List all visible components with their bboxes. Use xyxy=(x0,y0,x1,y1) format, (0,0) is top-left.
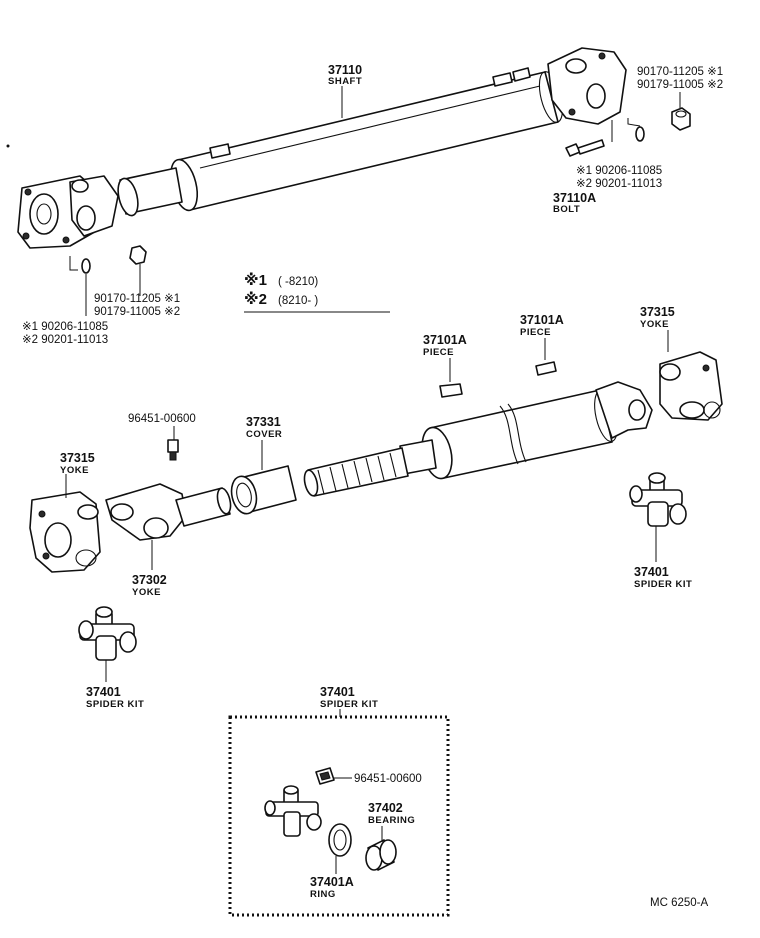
label-ring-number: 37401A xyxy=(310,875,354,889)
legend-1-range: ( -8210) xyxy=(278,276,318,288)
legend-1-mark: ※1 xyxy=(244,271,267,289)
flange-yoke-right[interactable] xyxy=(659,351,723,421)
label-kit-name: SPIDER KIT xyxy=(320,699,378,710)
balance-piece-left[interactable] xyxy=(439,383,463,398)
label-bolt-top-2: ※2 90201-11013 xyxy=(576,178,662,190)
label-yoke-left-number: 37315 xyxy=(60,451,95,465)
label-yoke-right-name: YOKE xyxy=(640,319,669,330)
label-bolt-left-1: ※1 90206-11085 xyxy=(22,321,108,333)
balance-piece-right[interactable] xyxy=(535,361,557,376)
stray-mark xyxy=(6,144,10,148)
slip-yoke-37302[interactable] xyxy=(105,483,233,541)
label-bearing-number: 37402 xyxy=(368,801,403,815)
label-piece-a-name: PIECE xyxy=(423,347,454,358)
label-piece-a-number: 37101A xyxy=(423,333,467,347)
bolt-37110a[interactable] xyxy=(565,139,605,157)
washer-top-right[interactable] xyxy=(635,126,645,142)
label-spider-left-name: SPIDER KIT xyxy=(86,699,144,710)
label-nut-left-2: 90179-11005 ※2 xyxy=(94,306,180,318)
grease-fitting-middle[interactable] xyxy=(167,439,179,461)
diagram-code: MC 6250-A xyxy=(650,897,708,909)
label-yoke-slip-name: YOKE xyxy=(132,587,161,598)
legend-2-mark: ※2 xyxy=(244,290,267,308)
dust-cover-37331[interactable] xyxy=(228,465,297,516)
label-yoke-slip-number: 37302 xyxy=(132,573,167,587)
model-range-legend: ※1 ( -8210) ※2 (8210- ) xyxy=(244,271,390,313)
label-spider-left-number: 37401 xyxy=(86,685,121,699)
flange-yoke-left[interactable] xyxy=(29,491,101,573)
nut-top-right[interactable] xyxy=(671,107,691,131)
bearing-cup[interactable] xyxy=(365,839,397,871)
spider-kit-breakdown-box: 37401 SPIDER KIT 96451-00600 37401A RING xyxy=(228,685,450,917)
snap-ring[interactable] xyxy=(328,823,352,857)
label-cover-number: 37331 xyxy=(246,415,281,429)
label-spider-right-number: 37401 xyxy=(634,565,669,579)
legend-2-range: (8210- ) xyxy=(278,295,318,307)
label-yoke-right-number: 37315 xyxy=(640,305,675,319)
grease-fitting-kit[interactable] xyxy=(315,767,335,785)
spider-cross[interactable] xyxy=(264,785,322,837)
label-bearing-name: BEARING xyxy=(368,815,415,826)
label-bolt-left-2: ※2 90201-11013 xyxy=(22,334,108,346)
label-bolt-name: BOLT xyxy=(553,204,580,215)
washer-bottom-left[interactable] xyxy=(81,258,91,274)
label-shaft-number: 37110 xyxy=(328,63,362,77)
propeller-tube-slip[interactable] xyxy=(302,381,653,497)
propeller-shaft-37110[interactable] xyxy=(17,47,627,249)
label-nut-top-2: 90179-11005 ※2 xyxy=(637,79,723,91)
label-piece-b-number: 37101A xyxy=(520,313,564,327)
label-ring-name: RING xyxy=(310,889,336,900)
label-nut-left-1: 90170-11205 ※1 xyxy=(94,293,180,305)
label-nut-top-1: 90170-11205 ※1 xyxy=(637,66,723,78)
label-shaft-name: SHAFT xyxy=(328,76,362,87)
spider-kit-right[interactable] xyxy=(629,472,687,527)
label-bolt-number: 37110A xyxy=(553,191,596,205)
label-cover-name: COVER xyxy=(246,429,282,440)
label-piece-b-name: PIECE xyxy=(520,327,551,338)
label-kit-fitting: 96451-00600 xyxy=(354,773,422,785)
spider-kit-left[interactable] xyxy=(78,606,137,661)
label-bolt-top-1: ※1 90206-11085 xyxy=(576,165,662,177)
label-grease-fitting: 96451-00600 xyxy=(128,413,196,425)
nut-bottom-left[interactable] xyxy=(129,245,147,265)
label-kit-number: 37401 xyxy=(320,685,355,699)
label-yoke-left-name: YOKE xyxy=(60,465,89,476)
label-spider-right-name: SPIDER KIT xyxy=(634,579,692,590)
